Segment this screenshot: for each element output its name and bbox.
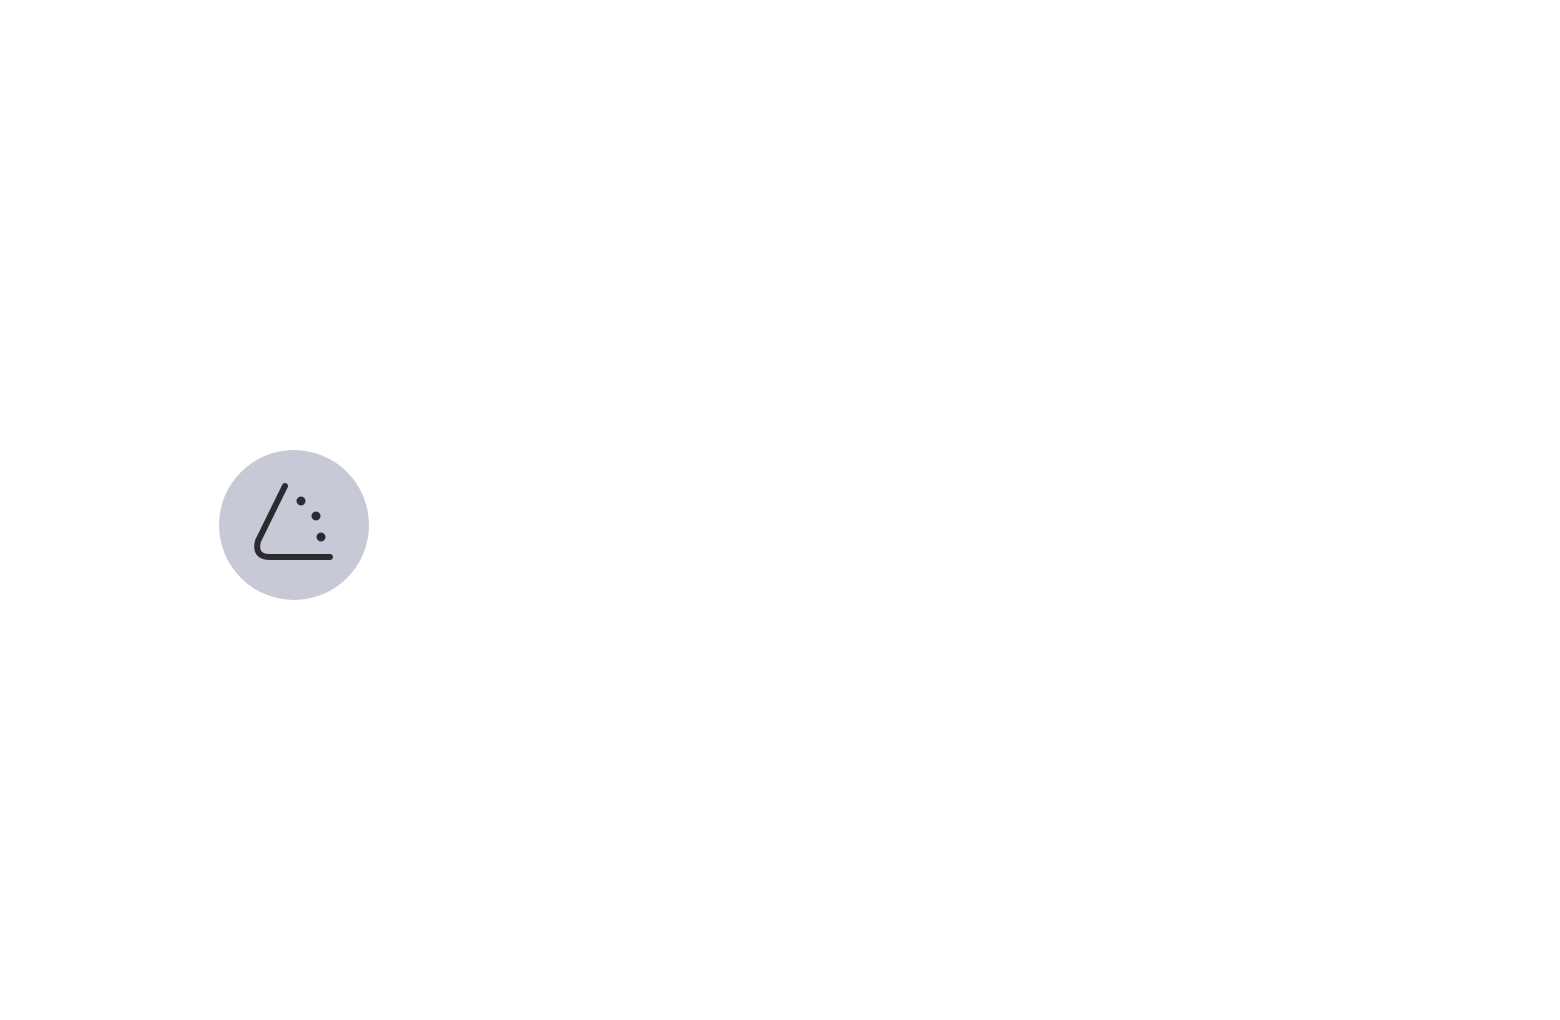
angle-line	[254, 483, 333, 560]
angle-icon	[254, 483, 333, 560]
angle-dot	[311, 511, 321, 521]
angle-icon-button[interactable]	[219, 450, 369, 600]
angle-dot	[296, 496, 306, 506]
angle-dot	[316, 532, 326, 542]
